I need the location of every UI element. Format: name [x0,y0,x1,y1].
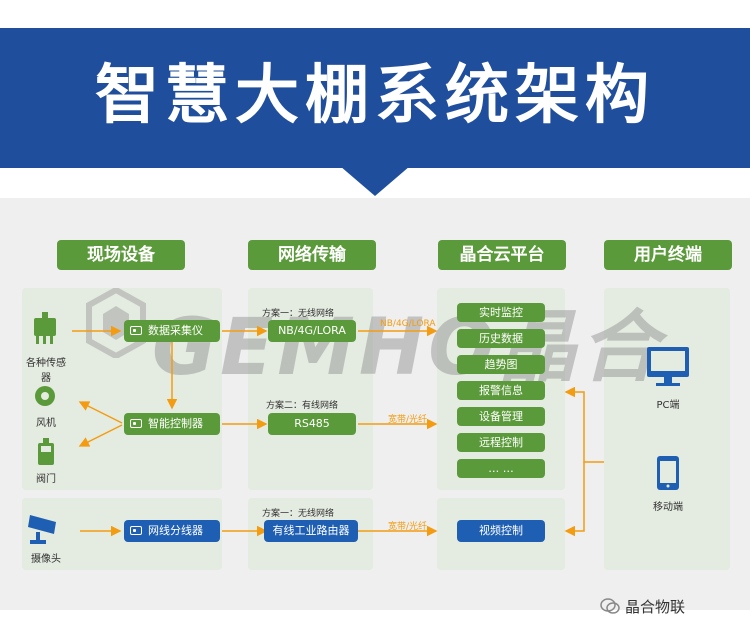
mobile-icon [657,456,679,490]
camera-icon [28,515,56,544]
cloud-item-trend: 趋势图 [457,355,545,374]
broadband-link-label-1: 宽带/光纤 [388,415,428,425]
cloud-item-device-mgmt: 设备管理 [457,407,545,426]
cloud-item-more: … … [457,459,545,478]
column-header-terminal: 用户终端 [604,240,732,270]
rs485-node: RS485 [268,413,356,435]
title-banner [0,28,750,168]
column-header-network: 网络传输 [248,240,376,270]
sensor-label: 各种传感器 [26,358,66,384]
valve-icon [38,438,54,465]
broadband-link-label-2: 宽带/光纤 [388,522,428,532]
cloud-video-control: 视频控制 [457,520,545,542]
device-icon [130,526,142,535]
industrial-router-node: 有线工业路由器 [264,520,358,542]
arrow-controller-valve [78,424,123,447]
data-collector-label: 数据采集仪 [148,324,203,337]
fan-label: 风机 [36,418,56,429]
cloud-item-history: 历史数据 [457,329,545,348]
data-collector-node: 数据采集仪 [124,320,220,342]
nb-4g-lora-node: NB/4G/LORA [268,320,356,342]
wechat-icon [600,598,620,614]
fan-icon [35,386,55,406]
connector-cloud-terminal [567,391,604,463]
plan2-wired-label: 方案二：有线网络 [266,401,339,411]
column-header-cloud: 晶合云平台 [438,240,566,270]
plan1-wireless-label: 方案一：无线网络 [262,309,335,319]
network-splitter-node: 网线分线器 [124,520,220,542]
page-title: 智慧大棚系统架构 [95,59,655,133]
pc-icon [647,347,689,386]
sensor-icon [34,312,56,344]
smart-controller-node: 智能控制器 [124,413,220,435]
plan1-wireless-video-label: 方案一：无线网络 [262,509,335,519]
pc-terminal-label: PC端 [656,400,680,411]
valve-label: 阀门 [36,474,56,485]
mobile-terminal-label: 移动端 [653,502,683,513]
arrow-controller-fan [78,401,123,424]
nb-link-label: NB/4G/LORA [380,319,436,329]
cloud-item-alarm: 报警信息 [457,381,545,400]
network-splitter-label: 网线分线器 [148,524,203,537]
account-name: 晶合物联 [625,598,686,616]
cloud-item-realtime: 实时监控 [457,303,545,322]
device-icon [130,326,142,335]
terminal-panel [604,288,730,570]
smart-controller-label: 智能控制器 [148,417,203,430]
camera-label: 摄像头 [31,554,61,565]
device-icon [130,419,142,428]
cloud-item-remote-control: 远程控制 [457,433,545,452]
column-header-field: 现场设备 [57,240,185,270]
connector-video-terminal [567,462,585,532]
banner-pointer [340,166,410,196]
